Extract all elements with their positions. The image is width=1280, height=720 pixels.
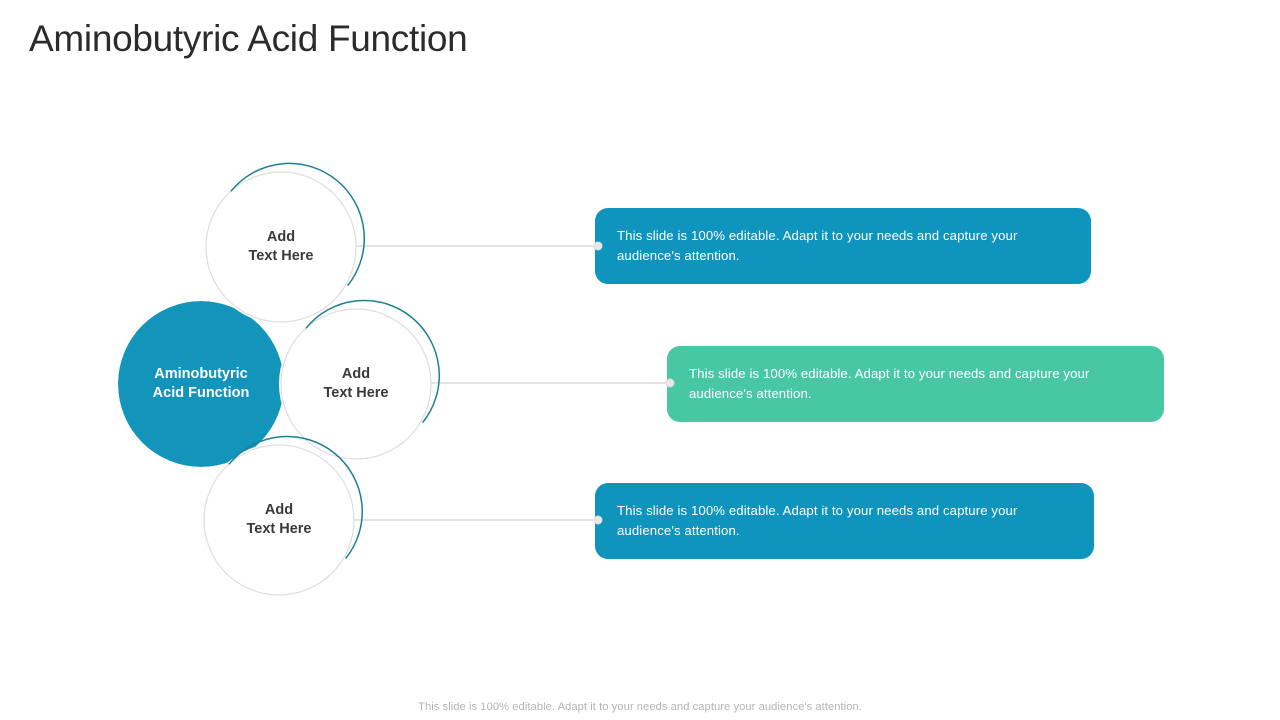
node-label-3-line1: Add: [264, 502, 294, 518]
node-label-3-line2: Text Here: [246, 521, 312, 537]
node-circle-3[interactable]: [203, 435, 364, 596]
page-title: Aminobutyric Acid Function: [29, 18, 468, 59]
node-label-1-line1: Add: [266, 229, 296, 245]
node-accent-arc-2: [305, 299, 441, 424]
footer-note: This slide is 100% editable. Adapt it to…: [418, 701, 862, 713]
node-label-2-line2: Text Here: [323, 385, 389, 401]
callout-text-3: This slide is 100% editable. Adapt it to…: [617, 503, 1018, 538]
node-label-2-line1: Add: [341, 366, 371, 382]
node-label-1: Add Text Here: [248, 228, 313, 266]
node-circle-2[interactable]: [280, 299, 441, 460]
node-label-1-line2: Text Here: [248, 248, 314, 264]
node-label-3: Add Text Here: [246, 501, 311, 539]
callout-box-1[interactable]: This slide is 100% editable. Adapt it to…: [595, 208, 1091, 284]
hub-circle[interactable]: [118, 301, 284, 467]
callout-box-2[interactable]: This slide is 100% editable. Adapt it to…: [667, 346, 1164, 422]
callout-box-3[interactable]: This slide is 100% editable. Adapt it to…: [595, 483, 1094, 559]
connector-dot-3: [593, 515, 603, 525]
node-accent-arc-3: [228, 435, 364, 560]
node-accent-arc-1: [230, 162, 366, 287]
connector-dot-1: [593, 241, 603, 251]
node-label-2: Add Text Here: [323, 365, 388, 403]
infographic-diagram: Aminobutyric Acid Function Add Text Here…: [118, 162, 1164, 596]
diagram-graphics: [118, 162, 676, 596]
node-circle-1[interactable]: [205, 162, 366, 323]
hub-label: Aminobutyric Acid Function: [153, 365, 250, 403]
hub-label-line2: Acid Function: [152, 385, 250, 401]
callout-text-2: This slide is 100% editable. Adapt it to…: [689, 366, 1090, 401]
hub-label-line1: Aminobutyric: [154, 366, 248, 382]
callout-text-1: This slide is 100% editable. Adapt it to…: [617, 228, 1018, 263]
connector-dot-2: [665, 378, 675, 388]
